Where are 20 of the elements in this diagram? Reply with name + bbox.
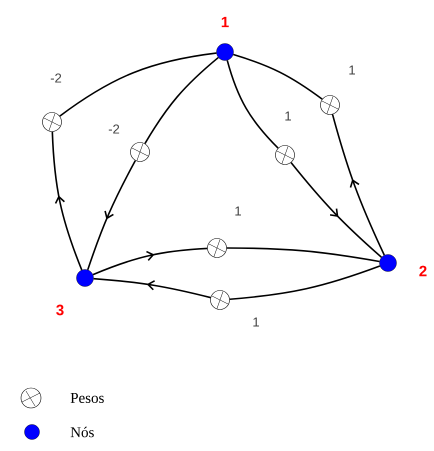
weight-value: 1: [235, 206, 241, 216]
weight-circle: [210, 290, 230, 310]
weight-value: 1: [253, 318, 259, 326]
legend-label: Pesos: [70, 393, 104, 403]
weight-circle: [42, 112, 62, 132]
weight-circle: [320, 95, 340, 115]
weight-value: 1: [349, 66, 355, 74]
node-number: 3: [56, 304, 64, 316]
weight-circle: [130, 142, 150, 162]
weight-circle: [207, 238, 227, 258]
weight-value: -2: [50, 73, 62, 83]
node-dot: [76, 269, 94, 287]
legend-label: Nós: [70, 426, 94, 438]
node-number: 1: [222, 16, 229, 28]
weight-circle: [275, 145, 295, 165]
weight-value: -2: [108, 124, 120, 134]
weight-value: 1: [285, 112, 291, 120]
node-dot: [216, 43, 234, 61]
node-dot: [379, 254, 397, 272]
node-number: 2: [419, 266, 427, 276]
